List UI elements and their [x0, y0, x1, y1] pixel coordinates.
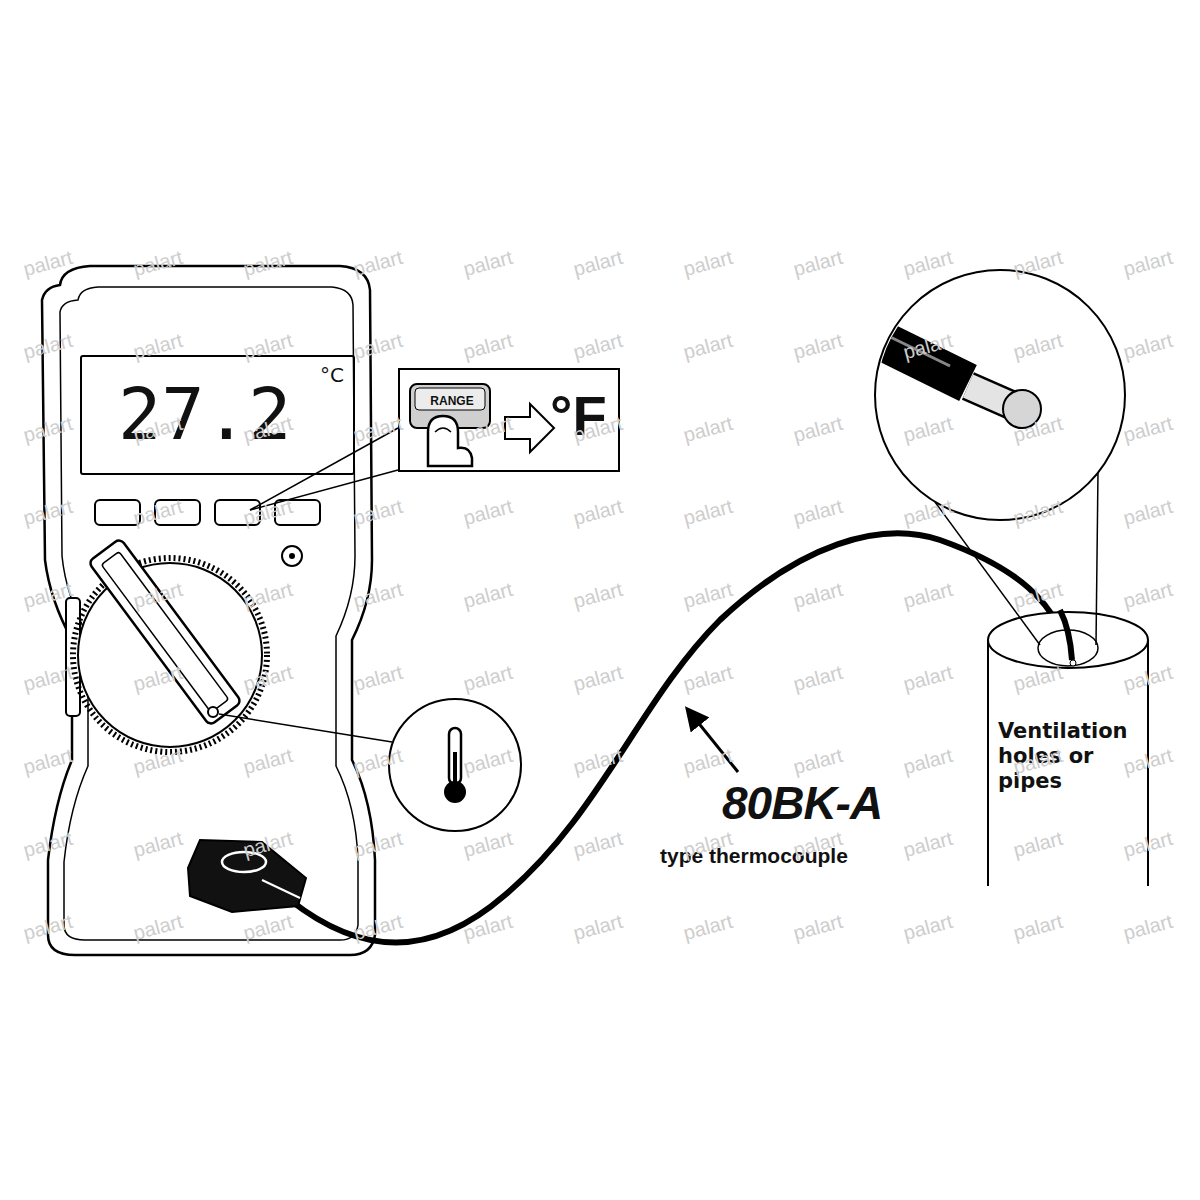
watermark: palart: [681, 744, 735, 779]
dial-dot: [208, 707, 218, 717]
dial-pointer: [88, 538, 242, 726]
watermark: palart: [901, 661, 955, 696]
watermark: palart: [351, 246, 405, 281]
button-label: RANGE: [417, 394, 487, 408]
probe-sheath: [860, 330, 968, 383]
pipe-wall: [987, 640, 989, 886]
thermometer-fill: [453, 752, 457, 786]
fingernail: [435, 428, 451, 432]
watermark: palart: [791, 578, 845, 613]
thermometer-callout: [389, 699, 521, 831]
watermark: palart: [681, 910, 735, 945]
watermark: palart: [461, 910, 515, 945]
watermark: palart: [791, 329, 845, 364]
watermark: palart: [1121, 246, 1175, 281]
watermark: palart: [901, 827, 955, 862]
watermark: palart: [791, 412, 845, 447]
watermark: palart: [1011, 661, 1065, 696]
unit-label: °C: [320, 363, 344, 387]
meter-body: [42, 266, 375, 955]
backlight-icon: [289, 553, 295, 559]
probe-in-hole: [1060, 610, 1072, 660]
watermark: palart: [1011, 910, 1065, 945]
watermark: palart: [1121, 495, 1175, 530]
watermark: palart: [571, 910, 625, 945]
watermark: palart: [571, 744, 625, 779]
watermark: palart: [461, 827, 515, 862]
watermark: palart: [791, 744, 845, 779]
watermark: palart: [791, 910, 845, 945]
watermark: palart: [901, 744, 955, 779]
watermark: palart: [571, 329, 625, 364]
watermark: palart: [571, 661, 625, 696]
watermark: palart: [791, 661, 845, 696]
watermark: palart: [571, 578, 625, 613]
watermark: palart: [571, 827, 625, 862]
watermark: palart: [681, 495, 735, 530]
dial-pointer-inner: [101, 552, 228, 713]
watermark: palart: [681, 578, 735, 613]
lcd-display: 27.2°C: [80, 355, 355, 475]
watermark: palart: [681, 329, 735, 364]
thermocouple-cable: [290, 533, 1072, 942]
watermark: palart: [461, 246, 515, 281]
watermark: palart: [1011, 827, 1065, 862]
magnifier-line: [1096, 472, 1098, 645]
watermark: palart: [571, 495, 625, 530]
meter-inner-outline: [60, 287, 358, 940]
leader-line: [219, 714, 392, 742]
watermark: palart: [681, 246, 735, 281]
watermark: palart: [901, 246, 955, 281]
watermark: palart: [461, 329, 515, 364]
thermometer-bulb: [444, 781, 466, 803]
plug-edge: [262, 880, 300, 898]
watermark: palart: [351, 661, 405, 696]
watermark: palart: [681, 661, 735, 696]
watermark: palart: [681, 412, 735, 447]
watermark: palart: [571, 246, 625, 281]
probe-tip: [1070, 660, 1076, 666]
watermark: palart: [901, 910, 955, 945]
watermark: palart: [791, 246, 845, 281]
watermark: palart: [1121, 910, 1175, 945]
watermark: palart: [901, 578, 955, 613]
watermark: palart: [461, 578, 515, 613]
watermark: palart: [1121, 412, 1175, 447]
watermark: palart: [461, 495, 515, 530]
watermark: palart: [461, 661, 515, 696]
magnifier-circle: [875, 270, 1125, 520]
backlight-button: [282, 546, 302, 566]
watermark: palart: [791, 495, 845, 530]
watermark: palart: [1121, 578, 1175, 613]
part-number: 80BK-A: [722, 776, 882, 830]
watermark: palart: [1121, 329, 1175, 364]
watermark: palart: [901, 495, 955, 530]
